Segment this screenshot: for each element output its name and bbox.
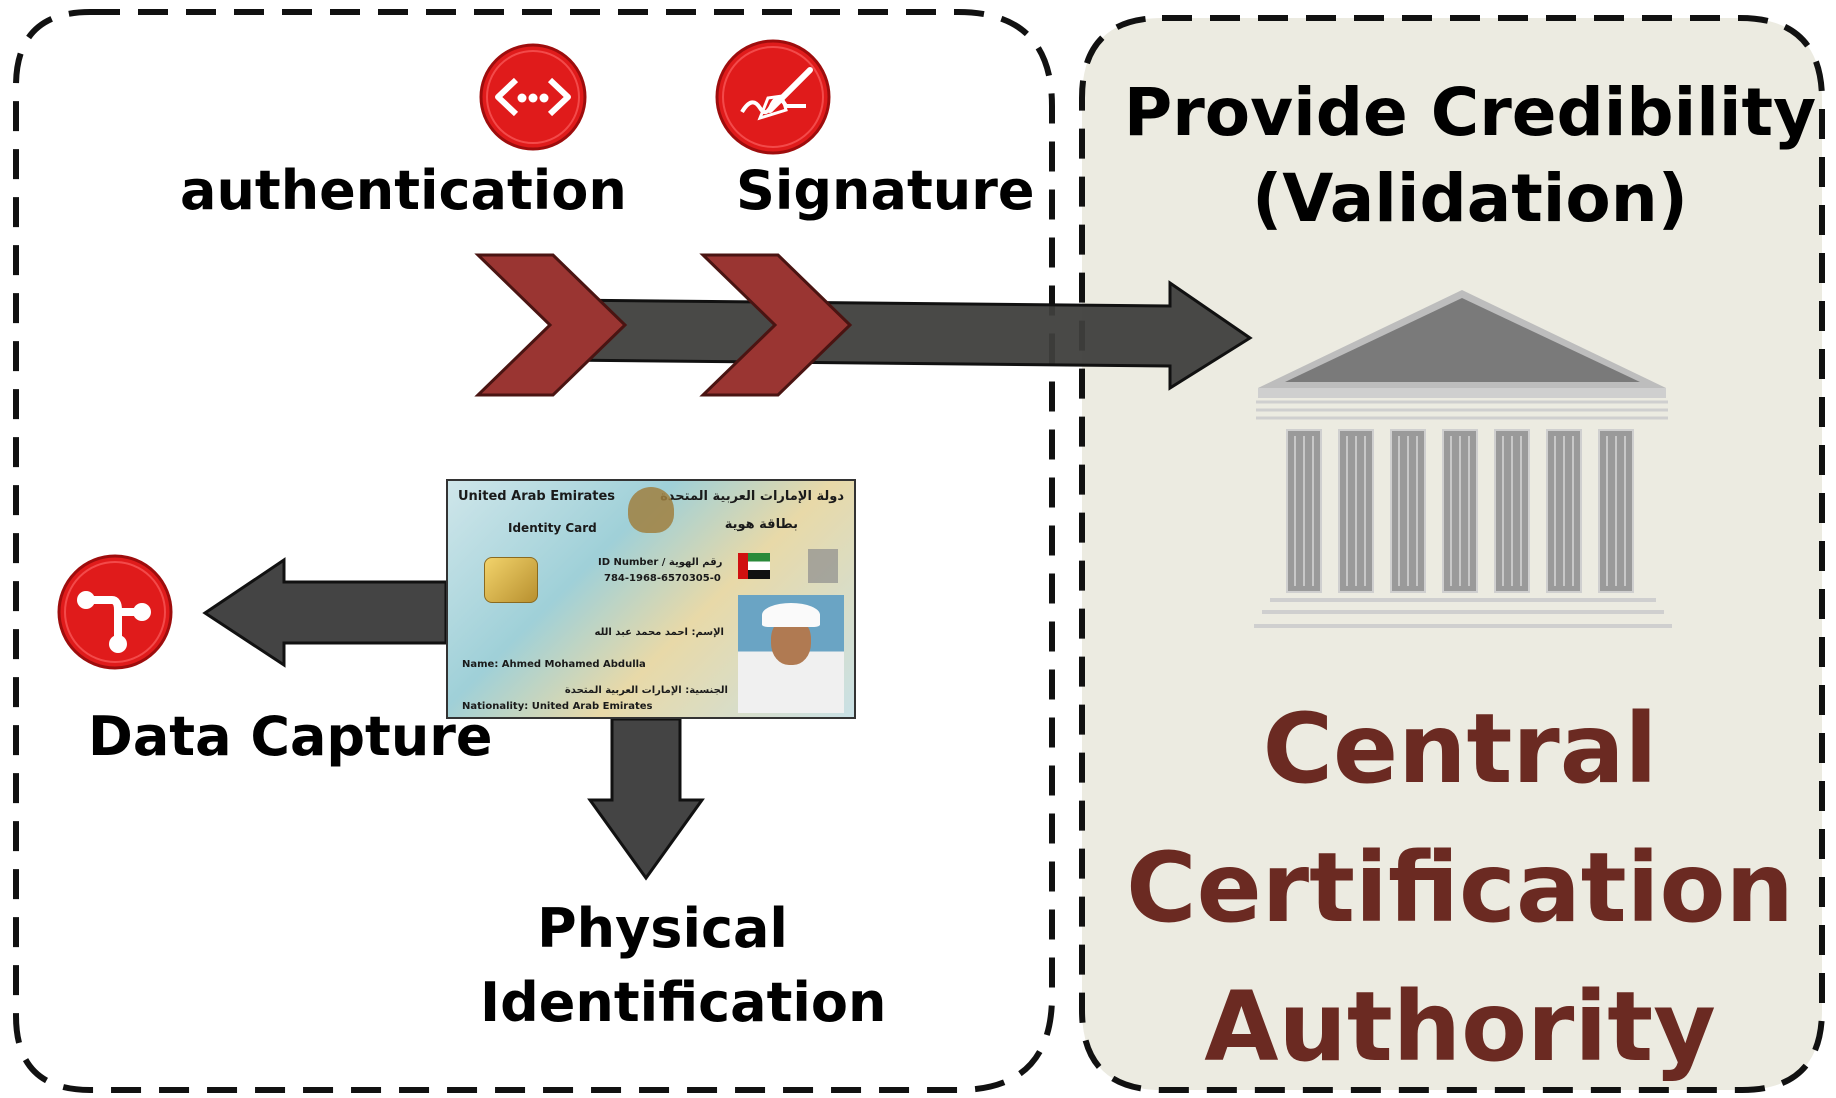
uae-flag-icon: [738, 553, 770, 579]
nationality-en: Nationality: United Arab Emirates: [462, 701, 653, 712]
name-ar: الإسم: احمد محمد عبد الله: [594, 627, 725, 638]
panel-title: Provide Credibility (Validation): [1120, 70, 1820, 242]
code-dots-icon: [479, 43, 587, 151]
card-type-ar: بطاقة هوية: [724, 517, 798, 532]
physical-label-line1: Physical: [537, 897, 788, 960]
emblem-icon: [628, 487, 674, 533]
branch-nodes-icon: [57, 554, 173, 670]
authority-line3: Authority: [1204, 971, 1716, 1084]
nationality-ar: الجنسية: الإمارات العربية المتحدة: [564, 685, 728, 696]
government-building-icon: [1254, 290, 1672, 628]
physical-identification-label: Physical Identification: [480, 897, 887, 1035]
physical-label-line2: Identification: [480, 971, 887, 1035]
name-en: Name: Ahmed Mohamed Abdulla: [462, 659, 646, 670]
signature-chevron: [699, 253, 853, 397]
ghost-photo: [808, 549, 838, 583]
physical-identification-arrow: [587, 717, 705, 881]
authentication-chevron: [474, 253, 628, 397]
authentication-label: authentication: [180, 159, 627, 222]
panel-title-line2: (Validation): [1252, 159, 1688, 237]
authority-line1: Central: [1262, 693, 1658, 805]
emirates-id-card: United Arab Emirates دولة الإمارات العرب…: [446, 479, 856, 719]
central-certification-authority-label: Central Certification Authority: [1100, 680, 1820, 1098]
authority-line2: Certification: [1126, 832, 1794, 945]
data-capture-arrow: [202, 557, 448, 668]
panel-title-line1: Provide Credibility: [1123, 74, 1817, 151]
card-country-ar: دولة الإمارات العربية المتحدة: [660, 489, 844, 504]
id-number: 784-1968-6570305-0: [604, 573, 721, 584]
process-flow-arrow: [558, 280, 1253, 391]
data-capture-label: Data Capture: [88, 705, 493, 768]
card-country-en: United Arab Emirates: [458, 489, 616, 504]
signature-label: Signature: [736, 159, 1035, 222]
hand-signature-icon: [715, 39, 831, 155]
chip-icon: [484, 557, 538, 603]
id-number-label: ID Number / رقم الهوية: [598, 557, 723, 568]
holder-photo: [738, 595, 844, 713]
card-type-en: Identity Card: [508, 521, 597, 535]
